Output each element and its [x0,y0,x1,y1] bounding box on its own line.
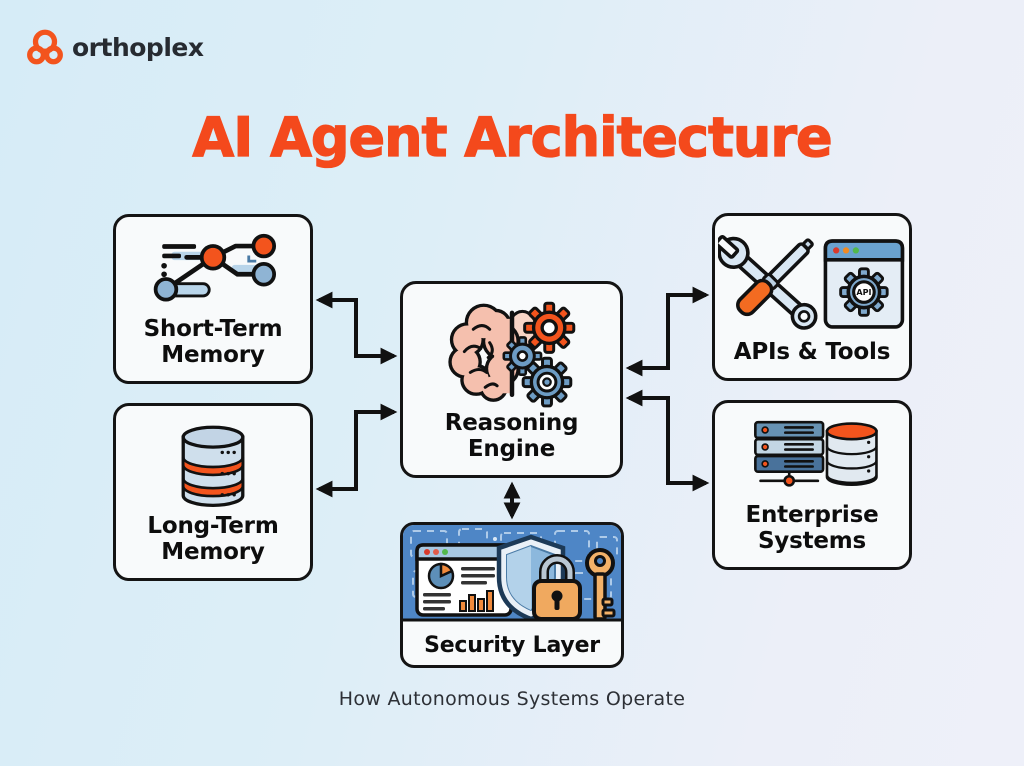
node-apis-tools: API APIs & Tools [712,213,912,381]
node-short-term-memory: Short-Term Memory [113,214,313,384]
shield-lock-key-icon [403,525,621,622]
security-illustration [403,525,621,627]
edge-re-stm [315,291,398,365]
database-icon [181,425,245,508]
brain-gears-icon [447,301,575,408]
node-label: Long-Term Memory [147,512,279,566]
node-label: Security Layer [424,633,600,659]
node-label: Reasoning Engine [444,409,579,463]
edge-re-ltm [315,403,398,498]
node-enterprise-systems: Enterprise Systems [712,400,912,570]
node-label: Short-Term Memory [143,315,283,369]
page-title: AI Agent Architecture [192,105,833,169]
node-label: APIs & Tools [733,339,891,366]
edge-re-api [625,286,710,377]
brand-name: orthoplex [72,32,204,62]
orthoplex-knot-icon [27,29,63,65]
api-badge-text: API [856,288,871,297]
brand-logo: orthoplex [26,28,204,66]
page-subtitle: How Autonomous Systems Operate [338,688,686,710]
tools-api-window-icon: API [718,234,905,330]
node-label: Enterprise Systems [745,501,879,555]
node-reasoning-engine: Reasoning Engine [400,281,623,478]
node-security-layer: Security Layer [400,522,624,668]
edge-re-es [625,389,710,492]
server-database-icon [754,420,878,487]
timeline-network-icon [153,233,277,302]
node-long-term-memory: Long-Term Memory [113,403,313,581]
security-label-strip: Security Layer [403,627,621,665]
